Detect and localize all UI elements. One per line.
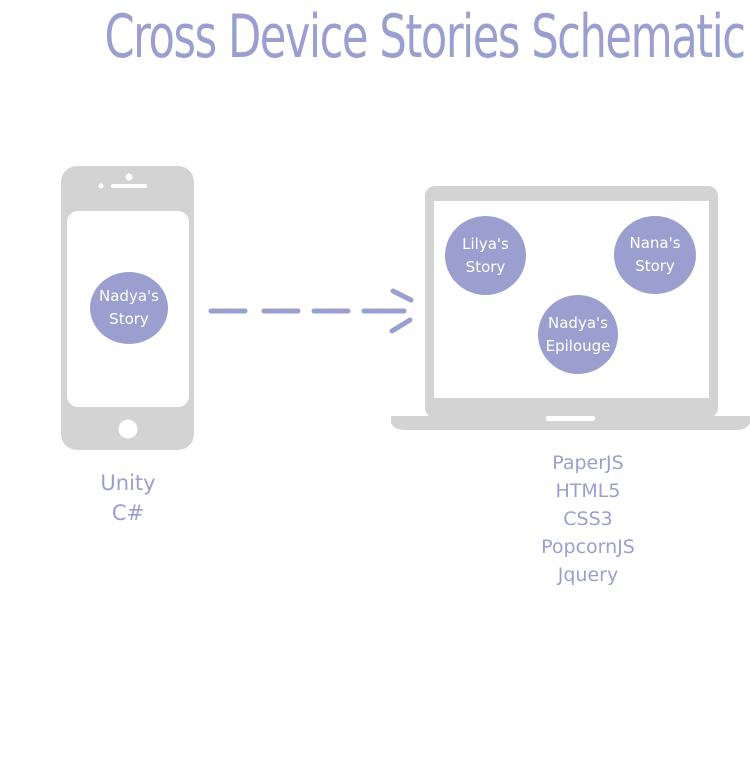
phone-sensor-icon [98, 183, 104, 189]
laptop-tech-list: PaperJS HTML5 CSS3 PopcornJS Jquery [508, 449, 668, 589]
page-title: Cross Device Stories Schematic [104, 2, 746, 72]
story-bubble-nana: Nana's Story [614, 216, 696, 294]
laptop-notch [546, 416, 595, 421]
arrow-head-icon [389, 317, 413, 334]
tech-item-popcornjs: PopcornJS [541, 536, 635, 558]
tech-item-css3: CSS3 [563, 508, 613, 530]
tech-item-html5: HTML5 [555, 480, 621, 502]
tech-item-unity: Unity [100, 471, 156, 495]
arrow-head-icon [390, 288, 414, 303]
phone-tech-list: Unity C# [78, 468, 178, 528]
story-bubble-lilya: Lilya's Story [445, 216, 526, 295]
transfer-arrow [208, 288, 414, 334]
tech-item-jquery: Jquery [557, 564, 619, 586]
story-bubble-nadya-epilogue: Nadya's Epilouge [538, 295, 618, 374]
phone-camera-icon [125, 173, 133, 181]
phone-speaker-icon [111, 184, 147, 188]
phone-home-button-icon [118, 419, 138, 439]
story-bubble-nadya: Nadya's Story [90, 272, 168, 344]
tech-item-csharp: C# [111, 501, 145, 525]
tech-item-paperjs: PaperJS [552, 452, 624, 474]
laptop-base [391, 416, 750, 430]
